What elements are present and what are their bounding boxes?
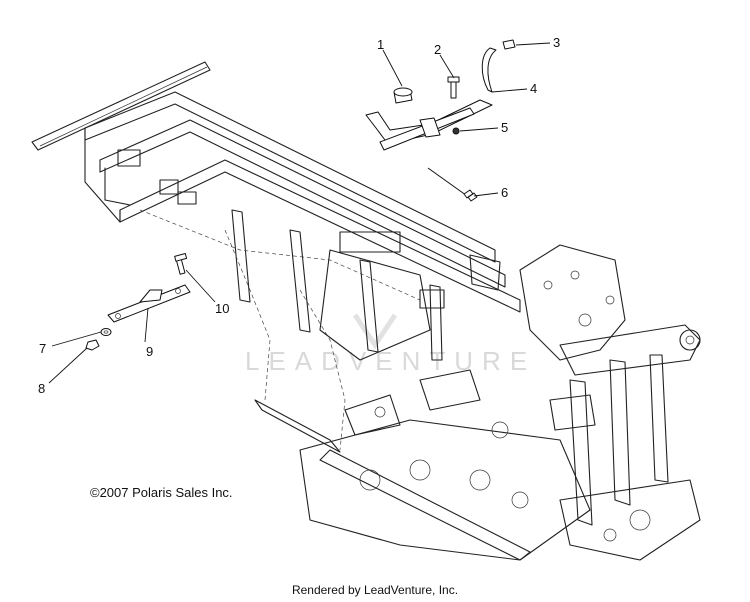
part-7-washer (100, 328, 112, 336)
callout-3: 3 (553, 35, 560, 50)
callout-7: 7 (39, 341, 46, 356)
callout-9: 9 (146, 344, 153, 359)
part-4-tube-bracket (365, 47, 497, 151)
footer-credit: Rendered by LeadVenture, Inc. (291, 583, 459, 597)
callout-5: 5 (501, 120, 508, 135)
callout-10: 10 (215, 301, 229, 316)
leader-lines (48, 42, 551, 384)
watermark-logo: LEADVENTURE (245, 313, 536, 376)
copyright-text: ©2007 Polaris Sales Inc. (90, 485, 233, 500)
callout-4: 4 (530, 81, 537, 96)
watermark-text: LEADVENTURE (245, 346, 536, 376)
part-3-cap (502, 39, 516, 50)
part-9-bracket (107, 284, 191, 323)
part-2-bolt (447, 76, 460, 99)
callout-1: 1 (377, 37, 384, 52)
callout-labels: 1 2 3 4 5 6 7 8 9 10 (38, 35, 560, 396)
part-1-cap (393, 87, 413, 104)
callout-6: 6 (501, 185, 508, 200)
part-5-nut (452, 127, 460, 135)
callout-2: 2 (434, 42, 441, 57)
frame-assembly (31, 61, 701, 561)
part-8-nut (85, 339, 100, 351)
part-10-bolt (174, 253, 188, 275)
callout-8: 8 (38, 381, 45, 396)
part-6-spring-cable (427, 167, 478, 202)
